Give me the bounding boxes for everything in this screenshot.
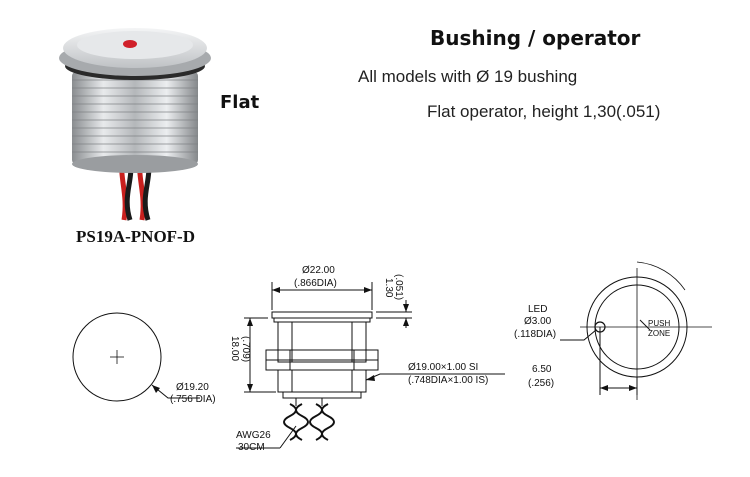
offset-in: (.256) bbox=[528, 378, 554, 389]
total-height-mm: 18.00 bbox=[229, 336, 240, 361]
product-photo bbox=[59, 28, 211, 221]
spec-line-bushing: All models with Ø 19 bushing bbox=[358, 67, 578, 86]
operator-style-label: Flat bbox=[220, 92, 260, 113]
top-dia-in: (.866DIA) bbox=[294, 278, 337, 289]
cap-height-mm: 1.30 bbox=[383, 278, 394, 298]
led-dot bbox=[123, 40, 137, 48]
push-zone-line1: PUSH bbox=[648, 319, 670, 328]
wire-gauge: AWG26 bbox=[236, 430, 271, 441]
offset-mm: 6.50 bbox=[532, 364, 552, 375]
cap-height-in: (.051) bbox=[393, 274, 404, 300]
front-dia-mm: Ø19.20 bbox=[176, 382, 209, 393]
spec-line-operator: Flat operator, height 1,30(.051) bbox=[427, 102, 661, 121]
wire-length: 30CM bbox=[238, 442, 265, 453]
led-dia-mm: Ø3.00 bbox=[524, 316, 552, 327]
model-number: PS19A-PNOF-D bbox=[76, 227, 195, 246]
front-dia-in: (.756 DIA) bbox=[170, 394, 216, 405]
thread-spec-mm: Ø19.00×1.00 SI bbox=[408, 362, 478, 373]
top-dia-mm: Ø22.00 bbox=[302, 265, 335, 276]
thread-spec-in: (.748DIA×1.00 IS) bbox=[408, 375, 488, 386]
total-height-in: (.709) bbox=[240, 336, 251, 362]
push-zone-line2: ZONE bbox=[648, 329, 670, 338]
led-dia-in: (.118DIA) bbox=[514, 329, 556, 340]
section-title: Bushing / operator bbox=[430, 26, 641, 50]
top-view bbox=[560, 261, 712, 400]
side-view bbox=[236, 282, 505, 449]
wire-symbols bbox=[283, 403, 335, 441]
led-label: LED bbox=[528, 304, 547, 315]
